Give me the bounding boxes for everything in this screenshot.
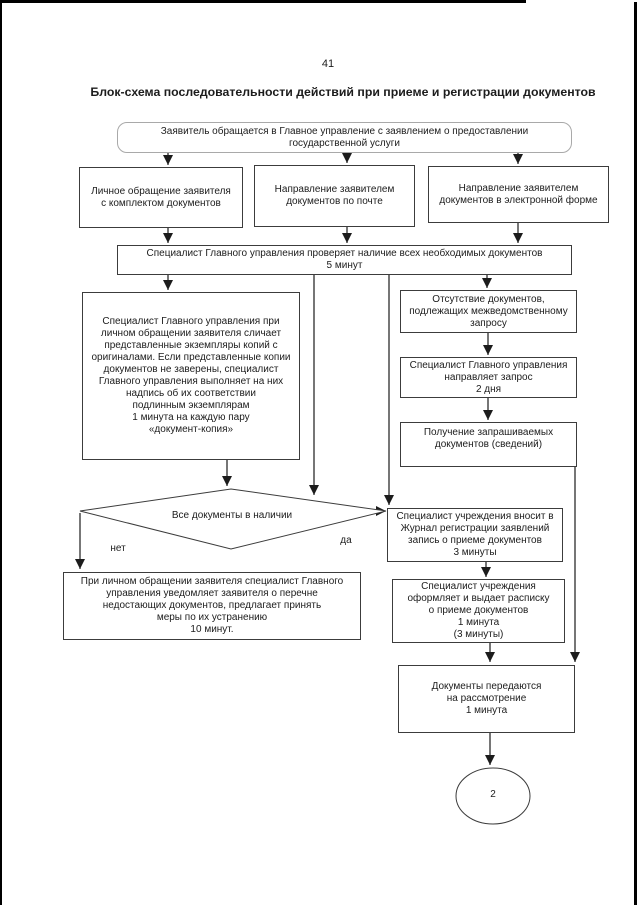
node-notify-missing: При личном обращении заявителя специалис… xyxy=(63,572,361,640)
scan-edge-top xyxy=(0,0,526,3)
offpage-connector-circle xyxy=(455,767,531,825)
decision-label: Все документы в наличии xyxy=(171,510,293,521)
offpage-connector-label: 2 xyxy=(490,789,496,800)
decision-no-label: нет xyxy=(110,543,126,554)
node-send-request: Специалист Главного управления направляе… xyxy=(400,357,577,398)
node-start: Заявитель обращается в Главное управлени… xyxy=(117,122,572,153)
scan-edge-left xyxy=(0,0,2,905)
node-missing-interagency: Отсутствие документов, подлежащих межвед… xyxy=(400,290,577,333)
node-compare-copies: Специалист Главного управления при лично… xyxy=(82,292,300,460)
node-channel-personal: Личное обращение заявителя с комплектом … xyxy=(79,167,243,228)
node-register-journal: Специалист учреждения вносит в Журнал ре… xyxy=(387,508,563,562)
decision-yes-label: да xyxy=(340,535,352,546)
page-title: Блок-схема последовательности действий п… xyxy=(90,85,596,99)
node-channel-electronic: Направление заявителем документов в элек… xyxy=(428,166,609,223)
scan-edge-right xyxy=(634,2,637,905)
page-number: 41 xyxy=(321,58,335,70)
node-receive-requested: Получение запрашиваемых документов (свед… xyxy=(400,422,577,467)
node-channel-mail: Направление заявителем документов по поч… xyxy=(254,165,415,227)
decision-diamond xyxy=(79,488,387,550)
node-transfer-review: Документы передаются на рассмотрение 1 м… xyxy=(398,665,575,733)
node-issue-receipt: Специалист учреждения оформляет и выдает… xyxy=(392,579,565,643)
node-check-documents: Специалист Главного управления проверяет… xyxy=(117,245,572,275)
